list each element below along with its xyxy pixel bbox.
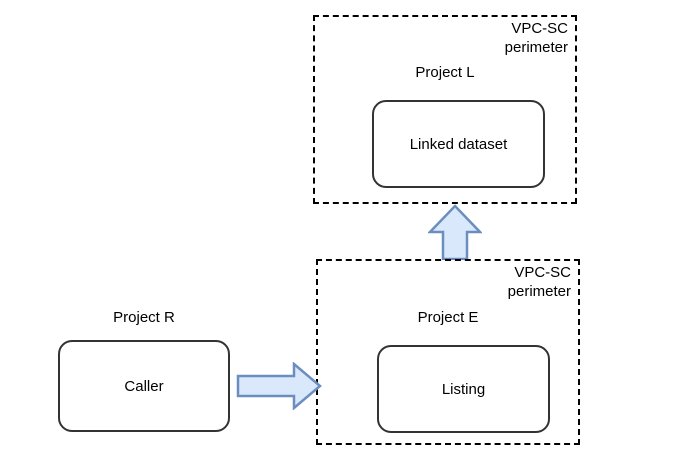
block-arrow-up-shape: [428, 204, 482, 260]
node-listing[interactable]: Listing: [377, 345, 550, 433]
project-label-l: Project L: [415, 64, 475, 81]
block-arrow-right-shape: [236, 362, 322, 410]
node-linked-dataset-label: Linked dataset: [409, 135, 508, 153]
vpc-sc-perimeter-label-lower: VPC-SC perimeter: [507, 264, 571, 300]
vpc-sc-perimeter-lower: [316, 259, 580, 445]
node-caller-label: Caller: [124, 377, 164, 395]
vpc-sc-perimeter-label-upper: VPC-SC perimeter: [504, 20, 568, 56]
node-linked-dataset[interactable]: Linked dataset: [372, 100, 545, 188]
block-arrow-right-icon: [236, 362, 322, 410]
vpc-sc-perimeter-upper: [313, 15, 577, 204]
project-label-r: Project R: [113, 309, 175, 326]
block-arrow-up-icon: [428, 204, 482, 260]
project-label-e: Project E: [417, 309, 479, 326]
node-listing-label: Listing: [441, 380, 486, 398]
node-caller[interactable]: Caller: [58, 340, 230, 432]
